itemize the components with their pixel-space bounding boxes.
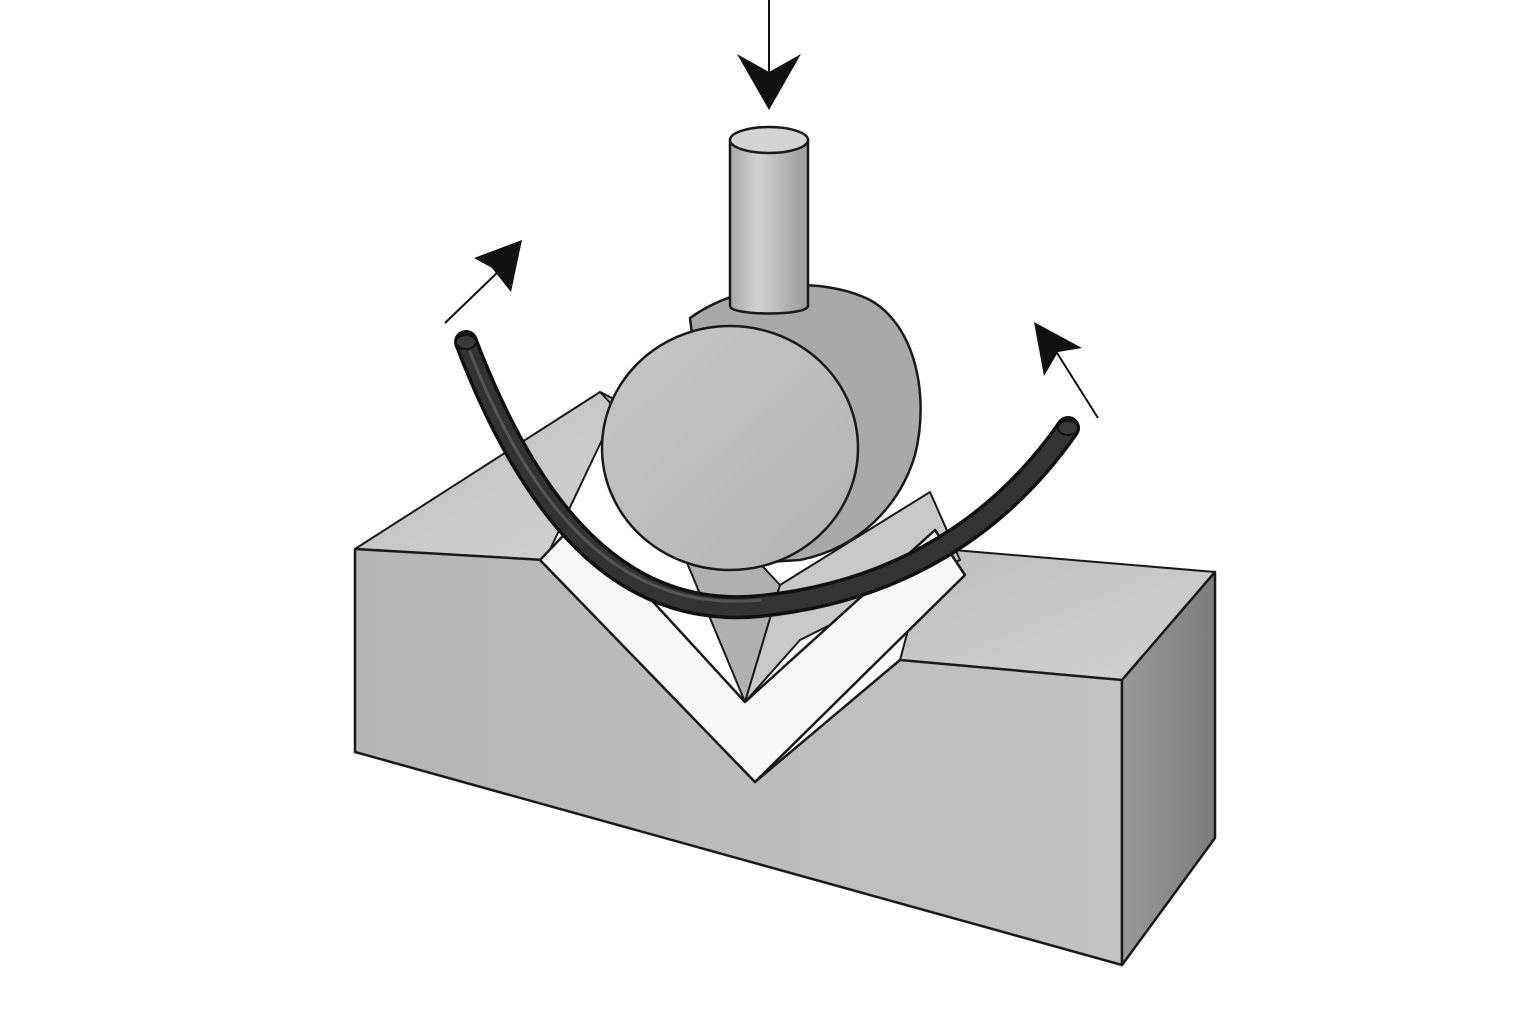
shaft-body bbox=[728, 138, 810, 315]
block-side-face bbox=[1120, 570, 1217, 967]
right-arrow bbox=[1034, 322, 1099, 419]
right-arrow-shaft bbox=[1051, 344, 1099, 419]
punch-shaft bbox=[728, 125, 810, 315]
arrow-up-left-icon bbox=[474, 240, 522, 292]
left-arrow bbox=[444, 240, 522, 324]
rod-right-end bbox=[1057, 420, 1079, 436]
arrow-up-right-icon bbox=[1034, 322, 1082, 376]
rod-highlight bbox=[468, 350, 762, 603]
left-arrow-shaft bbox=[444, 269, 501, 324]
punch-roller bbox=[600, 283, 922, 572]
arrow-down-icon bbox=[737, 54, 801, 110]
workpiece-rod bbox=[454, 330, 1080, 620]
force-arrow bbox=[737, 0, 801, 110]
roller-face bbox=[600, 324, 860, 572]
rod-left-end bbox=[455, 334, 477, 350]
shaft-top bbox=[728, 125, 810, 155]
